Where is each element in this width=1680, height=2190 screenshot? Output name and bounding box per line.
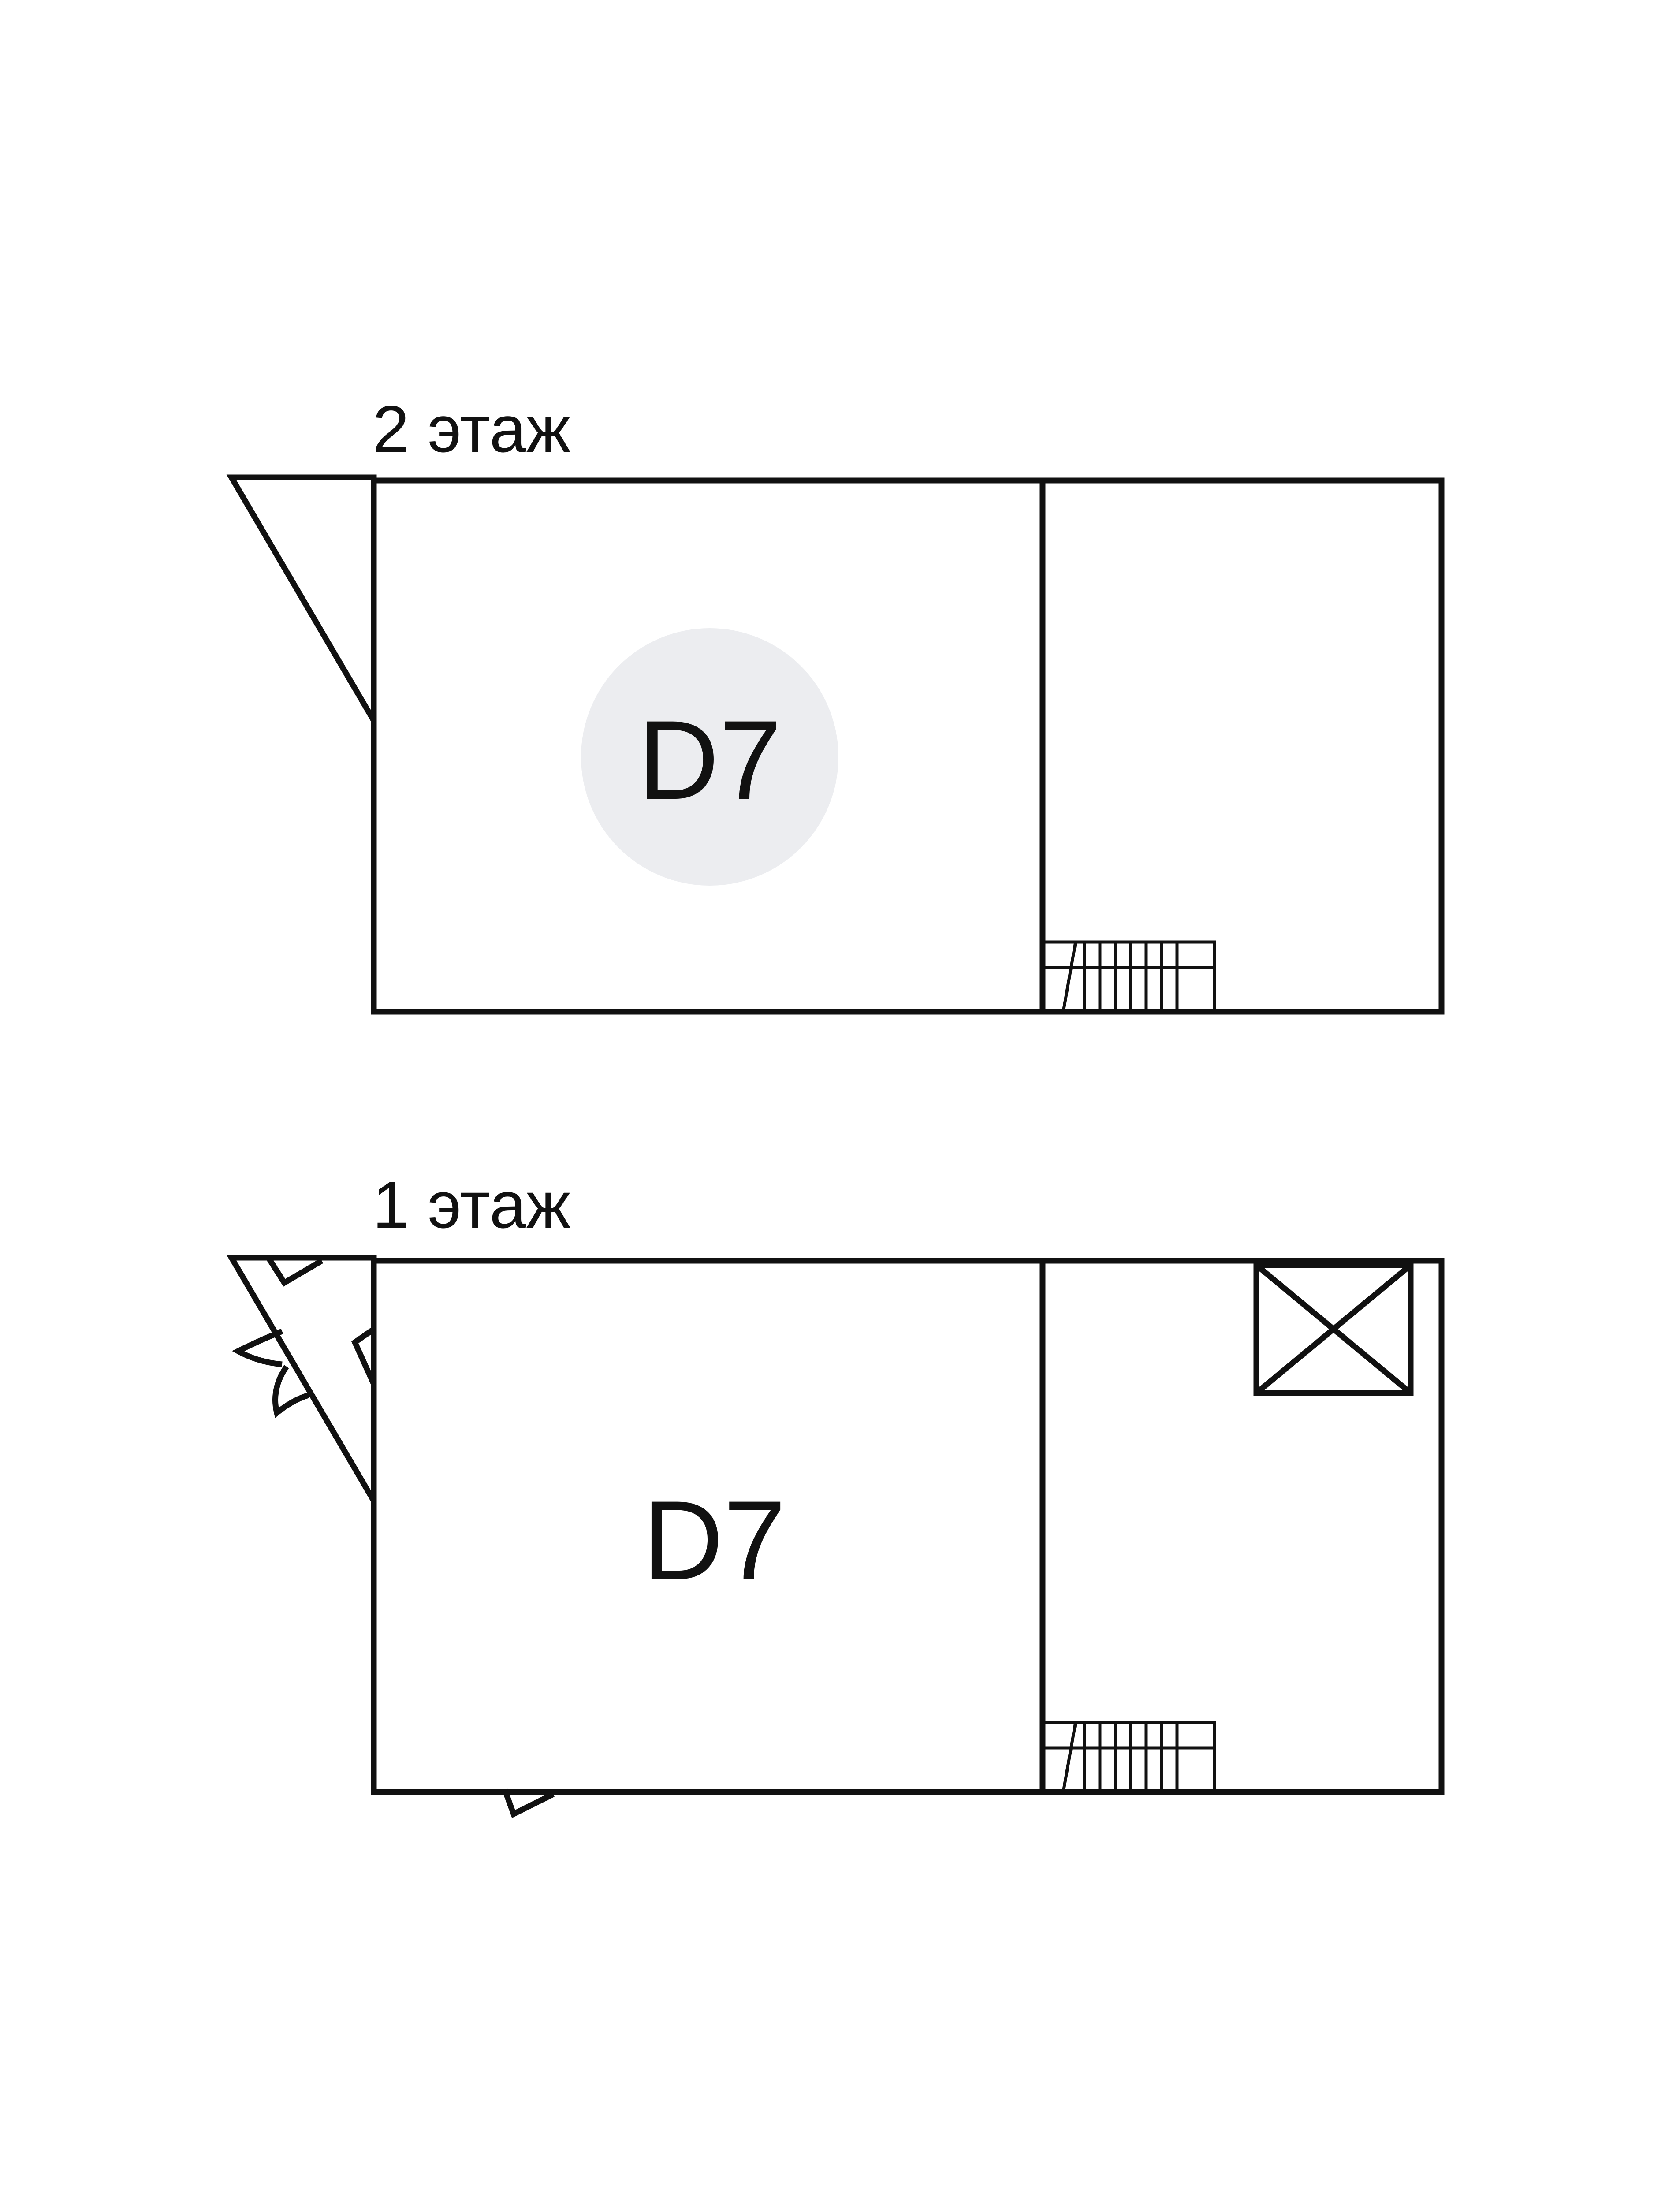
floor-1-plan: 1 этаж [226,1168,1445,1818]
floor-1-main-room [371,1258,1046,1795]
floor-2-wedge [226,474,377,731]
floor-1-crossed-box [1253,1262,1414,1396]
floor-2-label: 2 этаж [373,392,570,466]
floor-2-unit-label: D7 [638,697,782,823]
floor-1-unit-label: D7 [642,1478,786,1603]
floor-1-label: 1 этаж [373,1168,570,1242]
floor-2-main-room [371,477,1046,1015]
floor-1-wedge [226,1255,377,1512]
floor-2-unit-badge [581,628,838,886]
floor-1-side-room [1039,1258,1445,1795]
floor-1-unit-badge [585,1408,843,1666]
floor-2-staircase [1041,940,1216,1013]
floor-1-door-swings [232,1257,555,1818]
floor-2-side-room [1039,477,1445,1015]
floor-2-plan: 2 этаж D7 [226,392,1445,1015]
floor-1-staircase [1041,1721,1216,1794]
